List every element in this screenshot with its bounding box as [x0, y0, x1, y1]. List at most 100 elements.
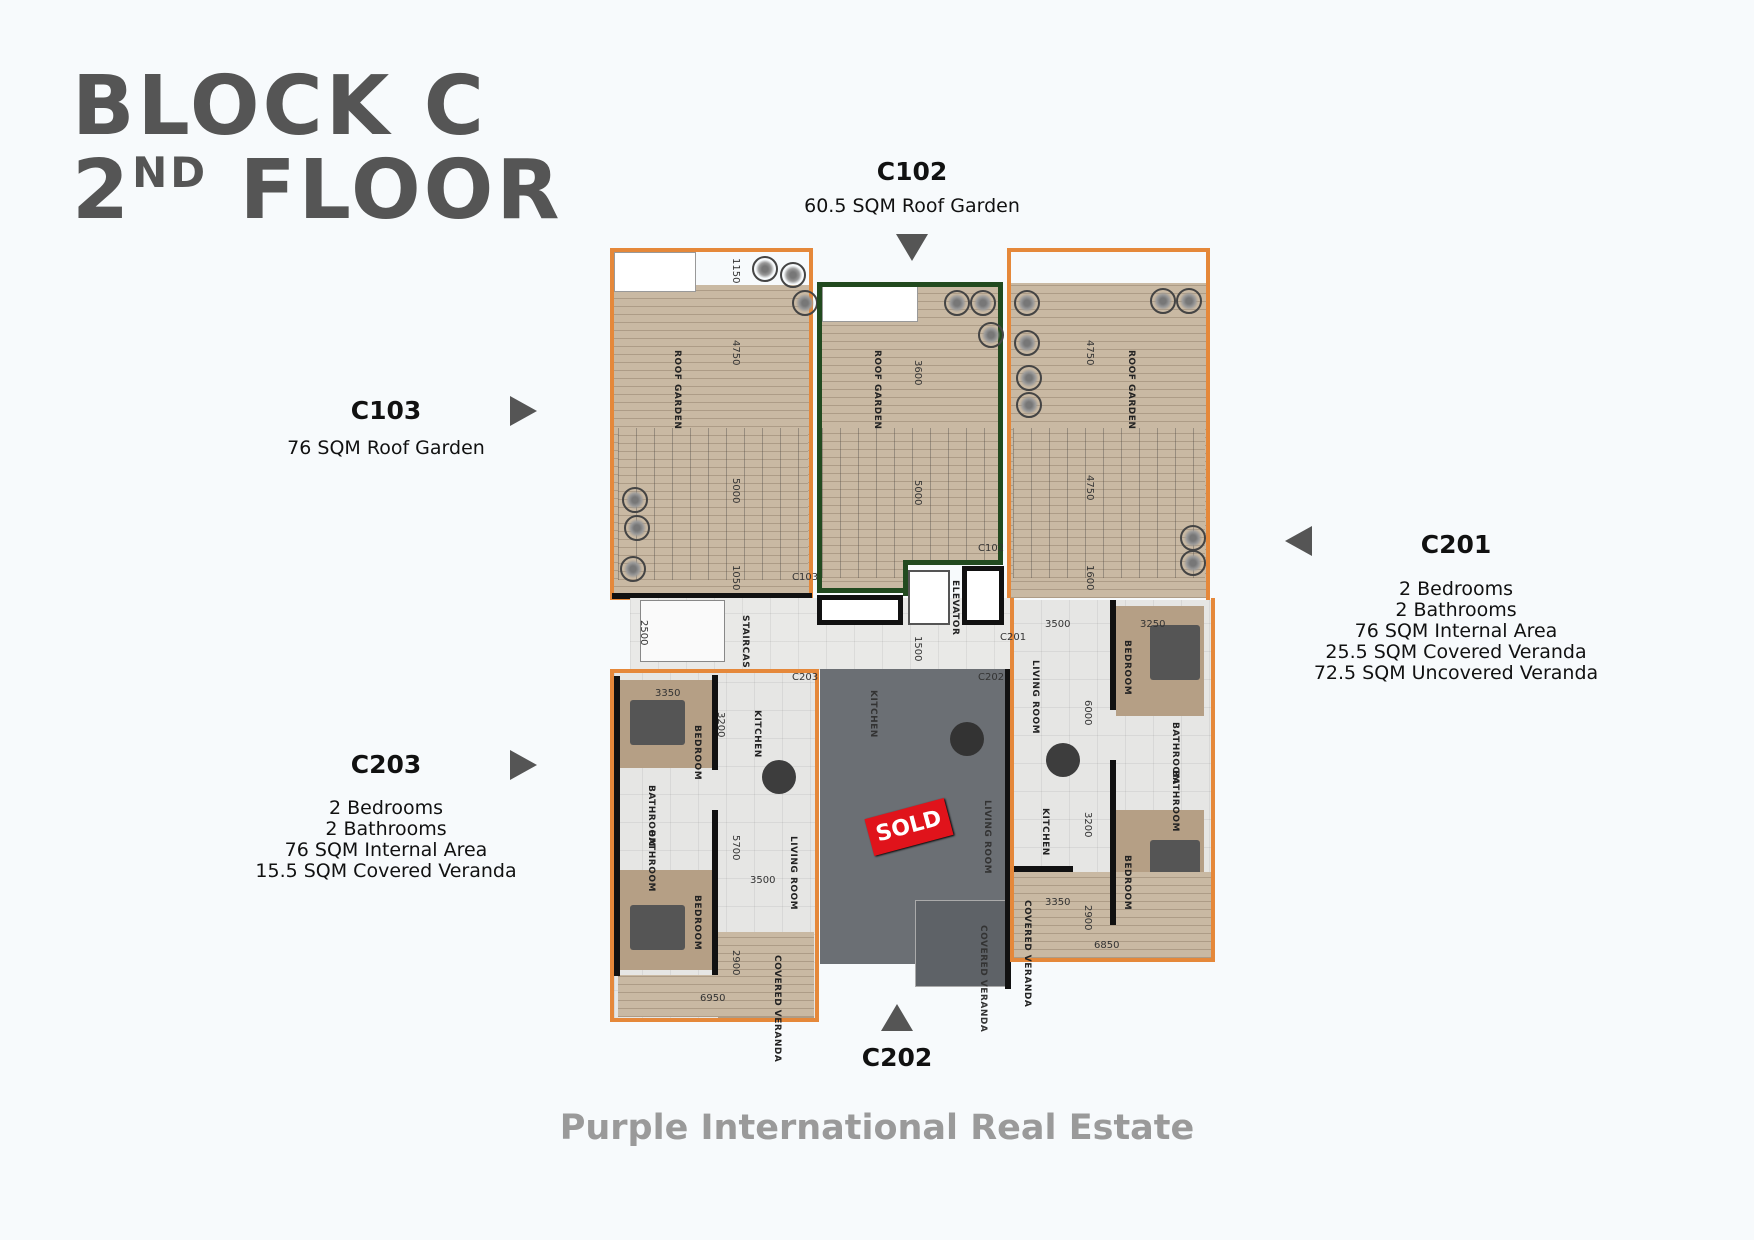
dimension: 4750: [1084, 340, 1095, 366]
info-line: 76 SQM Internal Area: [284, 839, 488, 861]
wall: [712, 810, 718, 975]
dimension: 6950: [700, 993, 726, 1004]
unit-c201-outline[interactable]: [1010, 598, 1215, 962]
c201-deck-grid: [1013, 428, 1205, 578]
tree-icon: [620, 556, 646, 582]
wall: [712, 675, 718, 770]
tree-icon: [780, 262, 806, 288]
c103-arrow-icon: [510, 396, 537, 426]
dimension: 6850: [1094, 940, 1120, 951]
floor-suffix: ND: [132, 148, 209, 197]
tree-icon: [622, 487, 648, 513]
bathroom-label: BATHROOM: [646, 785, 656, 847]
unit-c102-outline[interactable]: [817, 282, 1003, 593]
bathroom-label: BATHROOM: [1170, 722, 1180, 784]
unit-c103-info: 76 SQM Roof Garden: [287, 438, 485, 459]
dining-table-icon: [762, 760, 796, 794]
dining-table-icon: [950, 722, 984, 756]
dining-table-icon: [1046, 743, 1080, 777]
tree-icon: [752, 256, 778, 282]
c103-deck-grid: [618, 428, 808, 580]
unit-c103-outline[interactable]: [610, 248, 813, 600]
wall: [612, 593, 812, 599]
bed-icon: [630, 700, 685, 745]
unit-tag-c203: C203: [792, 672, 819, 683]
c202-veranda: [915, 900, 1007, 987]
tree-icon: [1180, 525, 1206, 551]
c102-deck-grid: [822, 428, 998, 578]
info-line: 76 SQM Roof Garden: [287, 437, 485, 459]
dimension: 3350: [655, 688, 681, 699]
dimension: 1600: [1084, 565, 1095, 591]
covered-veranda-label: COVERED VERANDA: [978, 925, 988, 1033]
tree-icon: [1016, 365, 1042, 391]
title-block: BLOCK C: [72, 59, 487, 154]
dimension: 3250: [1140, 619, 1166, 630]
dimension: 3200: [1082, 812, 1093, 838]
unit-c203-outline[interactable]: [610, 669, 819, 1022]
dimension: 2900: [1082, 905, 1093, 931]
dimension: 2900: [730, 950, 741, 976]
unit-c201-label[interactable]: C201: [1420, 530, 1492, 559]
bedroom-label: BEDROOM: [692, 725, 702, 781]
unit-c202-label[interactable]: C202: [861, 1043, 933, 1072]
elevator[interactable]: [908, 570, 950, 625]
tree-icon: [1176, 288, 1202, 314]
kitchen-label: KITCHEN: [1040, 808, 1050, 856]
dimension: 6000: [1082, 700, 1093, 726]
tree-icon: [1180, 550, 1206, 576]
roof-garden-label: ROOF GARDEN: [1126, 350, 1136, 430]
unit-c102-label[interactable]: C102: [876, 157, 948, 186]
bed-icon: [630, 905, 685, 950]
dimension: 3500: [1045, 619, 1071, 630]
wall: [1110, 600, 1116, 710]
dimension: 3200: [715, 712, 726, 738]
info-line: 25.5 SQM Covered Veranda: [1325, 641, 1587, 663]
wall: [1013, 866, 1073, 872]
info-line: 60.5 SQM Roof Garden: [804, 195, 1020, 217]
unit-c201-info: 2 Bedrooms 2 Bathrooms 76 SQM Internal A…: [1314, 579, 1598, 684]
info-line: 72.5 SQM Uncovered Veranda: [1313, 662, 1599, 684]
living-room-label: LIVING ROOM: [788, 836, 798, 911]
covered-veranda-label: COVERED VERANDA: [1022, 900, 1032, 1008]
unit-tag-c103: C103: [792, 572, 819, 583]
dimension: 1150: [730, 258, 741, 284]
unit-c102-info: 60.5 SQM Roof Garden: [804, 196, 1020, 217]
dimension: 2500: [638, 620, 649, 646]
staircase[interactable]: [640, 600, 725, 662]
floor-word: FLOOR: [208, 143, 563, 238]
info-line: 76 SQM Internal Area: [1354, 620, 1558, 642]
unit-c103-label[interactable]: C103: [350, 396, 422, 425]
unit-c203-label[interactable]: C203: [350, 750, 422, 779]
c102-arrow-icon: [896, 234, 928, 261]
dimension: 5000: [912, 480, 923, 506]
tree-icon: [624, 515, 650, 541]
tree-icon: [944, 290, 970, 316]
unit-c203-info: 2 Bedrooms 2 Bathrooms 76 SQM Internal A…: [255, 798, 516, 882]
c103-stairs: [614, 252, 696, 292]
c201-arrow-icon: [1285, 526, 1312, 556]
kitchen-label: KITCHEN: [868, 690, 878, 738]
floor-number: 2: [72, 143, 133, 238]
living-room-label: LIVING ROOM: [1030, 660, 1040, 735]
unit-tag-c201: C201: [1000, 632, 1027, 643]
elevator-label: ELEVATOR: [950, 580, 960, 636]
tree-icon: [978, 322, 1004, 348]
info-line: 2 Bedrooms: [1399, 578, 1513, 600]
c202-arrow-icon: [881, 1004, 913, 1031]
roof-garden-label: ROOF GARDEN: [872, 350, 882, 430]
unit-c201-roof-outline[interactable]: [1007, 248, 1210, 600]
staircase-label: STAIRCASE: [740, 615, 750, 675]
roof-garden-label: ROOF GARDEN: [672, 350, 682, 430]
dimension: 3350: [1045, 897, 1071, 908]
tree-icon: [1014, 290, 1040, 316]
dimension: 5700: [730, 835, 741, 861]
shaft: [817, 595, 903, 625]
wall: [1005, 669, 1011, 989]
unit-tag-c102: C102: [978, 543, 1005, 554]
bed-icon: [1150, 625, 1200, 680]
info-line: 2 Bathrooms: [1395, 599, 1517, 621]
wall: [614, 676, 620, 976]
bathroom-label: BATHROOM: [1170, 770, 1180, 832]
